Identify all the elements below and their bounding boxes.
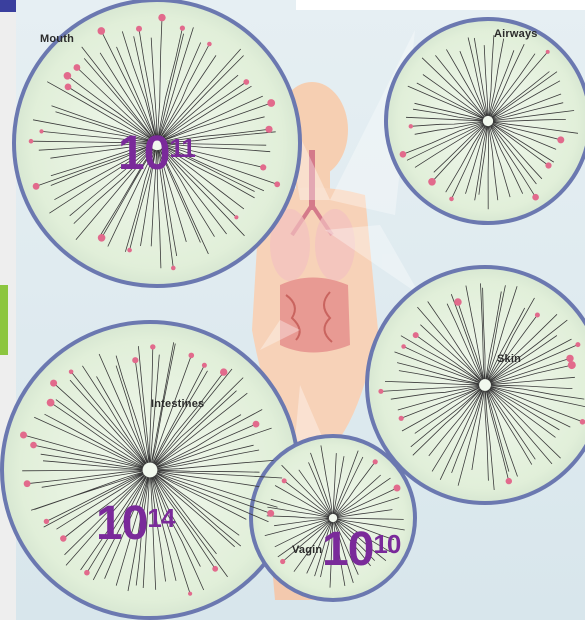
tree-tip-marker xyxy=(171,266,176,271)
tree-tip-marker xyxy=(180,26,185,31)
tree-tip-marker xyxy=(260,164,266,170)
tree-tip-marker xyxy=(60,535,66,541)
intestines-circle xyxy=(2,322,298,618)
tree-tip-marker xyxy=(449,197,454,202)
tree-tip-marker xyxy=(50,380,57,387)
tree-tip-marker xyxy=(532,194,539,201)
tree-tip-marker xyxy=(506,478,512,484)
tree-tip-marker xyxy=(265,126,272,133)
tree-tip-marker xyxy=(47,399,55,407)
intestines-organ xyxy=(280,278,350,353)
tree-tip-marker xyxy=(413,332,419,338)
tree-tip-marker xyxy=(29,139,34,144)
tree-tip-marker xyxy=(557,136,564,143)
tree-tip-marker xyxy=(274,181,280,187)
tree-tip-marker xyxy=(454,298,462,306)
tree-tip-marker xyxy=(575,342,580,347)
tree-tip-marker xyxy=(74,64,81,71)
mouth-count: 1011 xyxy=(118,130,195,178)
tree-tip-marker xyxy=(33,183,40,190)
intestines-count-exponent: 14 xyxy=(147,503,174,533)
tree-tip-marker xyxy=(535,313,540,318)
tree-tip-marker xyxy=(428,178,436,186)
intestines-label: Intestines xyxy=(151,398,204,410)
tree-tip-marker xyxy=(158,14,165,21)
tree-tip-marker xyxy=(401,344,406,349)
tree-tip-marker xyxy=(98,27,106,35)
tree-tip-marker xyxy=(394,485,401,492)
skin-label: Skin xyxy=(497,353,521,365)
tree-tip-marker xyxy=(399,416,404,421)
tree-tip-marker xyxy=(65,84,72,91)
tree-tip-marker xyxy=(546,50,550,54)
tree-tip-marker xyxy=(24,480,31,487)
tree-tip-marker xyxy=(127,248,132,253)
tree-tip-marker xyxy=(150,344,155,349)
intestines-count-base: 10 xyxy=(96,497,147,550)
header-bar xyxy=(0,0,16,12)
airways-label: Airways xyxy=(494,28,538,40)
tree-tip-marker xyxy=(253,421,260,428)
tree-tip-marker xyxy=(234,215,238,219)
mouth-label: Mouth xyxy=(40,33,74,45)
mouth-count-base: 10 xyxy=(118,127,169,180)
airways-circle xyxy=(386,19,585,223)
tree-tip-marker xyxy=(20,432,27,439)
tree-tip-marker xyxy=(568,361,576,369)
tree-tip-marker xyxy=(188,592,192,596)
tree-tip-marker xyxy=(136,26,142,32)
tree-tip-marker xyxy=(44,519,49,524)
tree-tip-marker xyxy=(98,234,106,242)
tree-tip-marker xyxy=(220,368,227,375)
tree-tip-marker xyxy=(189,353,195,359)
mouth-count-exponent: 11 xyxy=(169,133,195,163)
tree-tip-marker xyxy=(39,129,43,133)
accent-bar xyxy=(0,285,8,355)
tree-tip-marker xyxy=(378,389,383,394)
vagina-count: 1010 xyxy=(322,526,400,574)
tree-tip-marker xyxy=(243,79,249,85)
tree-tip-marker xyxy=(132,357,138,363)
vagina-label: Vagin xyxy=(292,544,322,556)
tree-tip-marker xyxy=(212,566,218,572)
tree-tip-marker xyxy=(400,151,407,158)
tree-tip-marker xyxy=(373,459,378,464)
tree-tip-marker xyxy=(280,559,285,564)
tree-tip-marker xyxy=(267,99,275,107)
tree-tip-marker xyxy=(566,355,573,362)
vagina-count-base: 10 xyxy=(322,523,373,576)
intestines-count: 1014 xyxy=(96,500,174,548)
tree-tip-marker xyxy=(409,124,413,128)
tree-tip-marker xyxy=(267,510,274,517)
tree-tip-marker xyxy=(282,478,287,483)
tree-tip-marker xyxy=(64,72,72,80)
tree-tip-marker xyxy=(30,442,37,449)
tree-tip-marker xyxy=(202,363,207,368)
tree-tip-marker xyxy=(69,370,74,375)
tree-tip-marker xyxy=(207,42,212,47)
tree-tip-marker xyxy=(84,570,90,576)
tree-tip-marker xyxy=(545,162,551,168)
vagina-count-exponent: 10 xyxy=(373,529,400,559)
